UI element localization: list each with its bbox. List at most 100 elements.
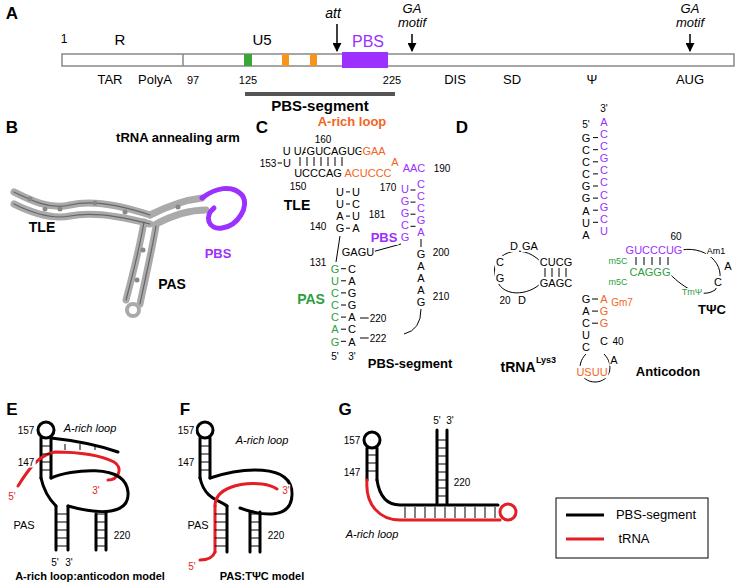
text-label: 3' (64, 557, 73, 568)
sequence-column: GUCCCAG (330, 263, 341, 348)
text-label: C (255, 119, 269, 138)
text-label: 5' (581, 119, 590, 130)
base-pair (455, 507, 456, 518)
base-pair (545, 268, 546, 277)
base-pair (437, 448, 447, 449)
text-label: m5C (607, 278, 628, 288)
text-label: 220 (369, 313, 388, 324)
text-label: A (390, 156, 399, 168)
text-label: 220 (113, 530, 132, 541)
text-label: PAS (186, 519, 209, 531)
text-label: GUCAGUG (306, 145, 365, 157)
base-pair (445, 507, 446, 518)
text-label: PAS (296, 292, 326, 307)
text-label: AUG (675, 73, 705, 87)
text-label: 190 (433, 163, 452, 174)
text-label: D (455, 119, 469, 138)
text-label: 1 (60, 33, 69, 46)
base-pair (328, 157, 329, 166)
text-label: 222 (369, 333, 388, 344)
text-label: A-rich loop (235, 434, 290, 446)
base-pair (95, 444, 96, 450)
base-pair (341, 305, 346, 306)
base-pair (300, 157, 301, 166)
model-schematic (226, 506, 229, 552)
text-label: 131 (309, 257, 328, 268)
base-pair (96, 522, 106, 523)
text-label: Am1 (706, 247, 727, 257)
base-pair (636, 257, 637, 265)
text-label: att (324, 6, 342, 21)
base-pair (341, 268, 346, 269)
legend-text: tRNA (617, 532, 650, 546)
base-pair (96, 530, 106, 531)
base-pair (593, 137, 598, 138)
base-pair (652, 257, 653, 265)
text-label: TΨC (697, 303, 727, 317)
text-label: GA motif (665, 2, 715, 31)
base-pair (65, 444, 66, 450)
model-schematic (367, 480, 500, 520)
model-schematic (55, 506, 58, 550)
text-label: 5' (187, 561, 196, 572)
rna-3d-structure (126, 222, 144, 300)
rna-3d-structure (140, 226, 156, 304)
rna-3d-structure (141, 248, 146, 253)
base-pair (593, 173, 598, 174)
base-pair (56, 538, 68, 539)
rna-3d-structure (202, 188, 245, 228)
legend-box (566, 538, 604, 541)
legend-box (556, 498, 708, 558)
base-pair (314, 157, 315, 166)
base-pair (41, 138, 668, 546)
secondary-structure-line (336, 236, 340, 262)
base-pair (215, 538, 227, 539)
sequence-column: UGGCG (400, 183, 411, 243)
base-pair (593, 210, 598, 211)
text-label: PAS (12, 519, 35, 531)
text-label: PBS (370, 231, 399, 245)
text-label: 220 (267, 530, 286, 541)
text-label: U5 (251, 32, 272, 49)
base-pair (367, 471, 377, 472)
rna-3d-structure (43, 207, 48, 212)
base-pair (41, 446, 51, 447)
base-pair (437, 472, 447, 473)
base-pair (593, 186, 598, 187)
model-schematic (364, 432, 380, 448)
base-pair (335, 157, 336, 166)
base-pair (200, 470, 210, 471)
text-label: Gm7 (610, 297, 634, 308)
text-label: AAC (402, 162, 427, 174)
base-pair (346, 191, 350, 192)
rna-3d-structure (140, 226, 156, 304)
text-label: 220 (453, 477, 472, 488)
base-pair (215, 514, 227, 515)
text-label: Anticodon (635, 365, 701, 379)
text-label: GUCCCUG (625, 244, 684, 256)
model-schematic (50, 438, 53, 478)
base-pair (405, 507, 406, 518)
text-label: ACUCCC (343, 167, 392, 179)
base-pair (593, 161, 598, 162)
secondary-structure-line (372, 244, 401, 252)
text-label: PBS (351, 33, 385, 51)
text-label: USUU (575, 366, 608, 378)
text-label: GAGC (539, 277, 573, 289)
sequence-column: AGG (599, 293, 610, 329)
text-label: A-rich loop (345, 528, 400, 540)
base-pair (437, 496, 447, 497)
legend-box (566, 514, 604, 517)
text-label: SD (502, 73, 522, 87)
rna-3d-structure (127, 304, 139, 316)
text-label: 157 (343, 435, 362, 446)
base-pair (41, 462, 51, 463)
sequence-column: CAGGACA (347, 263, 358, 348)
model-schematic (51, 471, 128, 512)
base-pair (56, 546, 68, 547)
base-pair (437, 456, 447, 457)
text-label: CUCG (539, 256, 573, 268)
text-label: PBS (204, 247, 233, 261)
base-pair (346, 216, 350, 217)
text-label: GA (521, 240, 539, 252)
